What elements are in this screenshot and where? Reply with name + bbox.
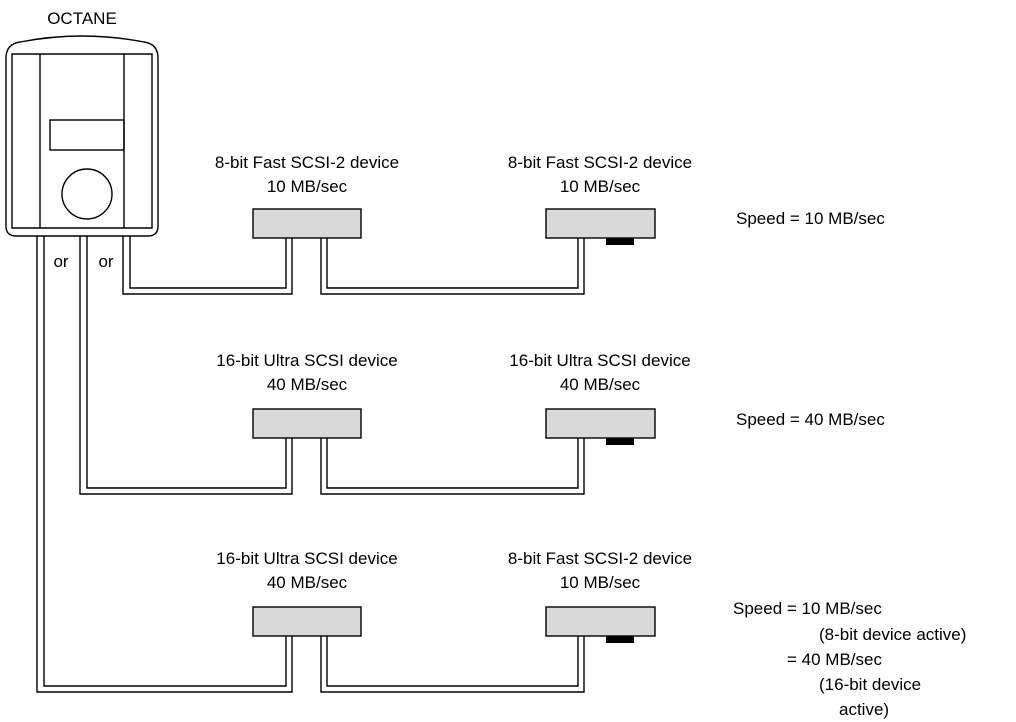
cable-chain2-link-inner xyxy=(327,438,578,488)
chain3-speed-line-2: (8-bit device active) xyxy=(819,625,966,644)
octane-drive-bay xyxy=(50,120,124,150)
chain2-device-b-name: 16-bit Ultra SCSI device xyxy=(509,351,690,370)
chain1-terminator xyxy=(606,238,634,245)
chain1-device-b-box xyxy=(546,209,655,238)
octane-case-inner xyxy=(12,54,152,228)
octane-case-outline xyxy=(6,36,158,236)
chain1-device-b-rate: 10 MB/sec xyxy=(560,177,641,196)
chain3-device-a-rate: 40 MB/sec xyxy=(267,573,348,592)
connector-or-label-2: or xyxy=(98,252,113,271)
chain3-device-b-box xyxy=(546,607,655,636)
chain-3: 16-bit Ultra SCSI device 40 MB/sec 8-bit… xyxy=(216,549,966,719)
chain3-device-a-box xyxy=(253,607,361,636)
chain2-speed-line-1: Speed = 40 MB/sec xyxy=(736,410,885,429)
cable-chain3-link-outer xyxy=(321,636,584,692)
chain-1: 8-bit Fast SCSI-2 device 10 MB/sec 8-bit… xyxy=(215,153,885,245)
chain2-device-b-rate: 40 MB/sec xyxy=(560,375,641,394)
cable-chain3-link-inner xyxy=(327,636,578,686)
chain2-device-b-box xyxy=(546,409,655,438)
octane-front-dial xyxy=(62,169,112,219)
chain1-device-a-rate: 10 MB/sec xyxy=(267,177,348,196)
chain3-speed-line-4: (16-bit device xyxy=(819,675,921,694)
chain1-speed-line-1: Speed = 10 MB/sec xyxy=(736,209,885,228)
cable-chain1-link-inner xyxy=(327,238,578,288)
cable-chain1-inner xyxy=(130,236,286,288)
chain3-device-a-name: 16-bit Ultra SCSI device xyxy=(216,549,397,568)
chain2-device-a-rate: 40 MB/sec xyxy=(267,375,348,394)
cable-chain1-link-outer xyxy=(321,238,584,294)
chain3-device-b-rate: 10 MB/sec xyxy=(560,573,641,592)
chain1-device-a-name: 8-bit Fast SCSI-2 device xyxy=(215,153,399,172)
chain2-device-a-name: 16-bit Ultra SCSI device xyxy=(216,351,397,370)
cable-chain2-link-outer xyxy=(321,438,584,494)
chain3-device-b-name: 8-bit Fast SCSI-2 device xyxy=(508,549,692,568)
chain2-device-a-box xyxy=(253,409,361,438)
octane-workstation: OCTANE or or xyxy=(6,9,158,271)
chain3-terminator xyxy=(606,636,634,643)
octane-label: OCTANE xyxy=(47,9,117,28)
chain1-device-a-box xyxy=(253,209,361,238)
cable-chain1-outer xyxy=(123,236,292,294)
chain3-speed-line-5: active) xyxy=(839,700,889,719)
chain-2: 16-bit Ultra SCSI device 40 MB/sec 16-bi… xyxy=(216,351,885,445)
chain1-device-b-name: 8-bit Fast SCSI-2 device xyxy=(508,153,692,172)
chain2-terminator xyxy=(606,438,634,445)
chain3-speed-line-1: Speed = 10 MB/sec xyxy=(733,599,882,618)
connector-or-label-1: or xyxy=(53,252,68,271)
chain3-speed-line-3: = 40 MB/sec xyxy=(787,650,882,669)
